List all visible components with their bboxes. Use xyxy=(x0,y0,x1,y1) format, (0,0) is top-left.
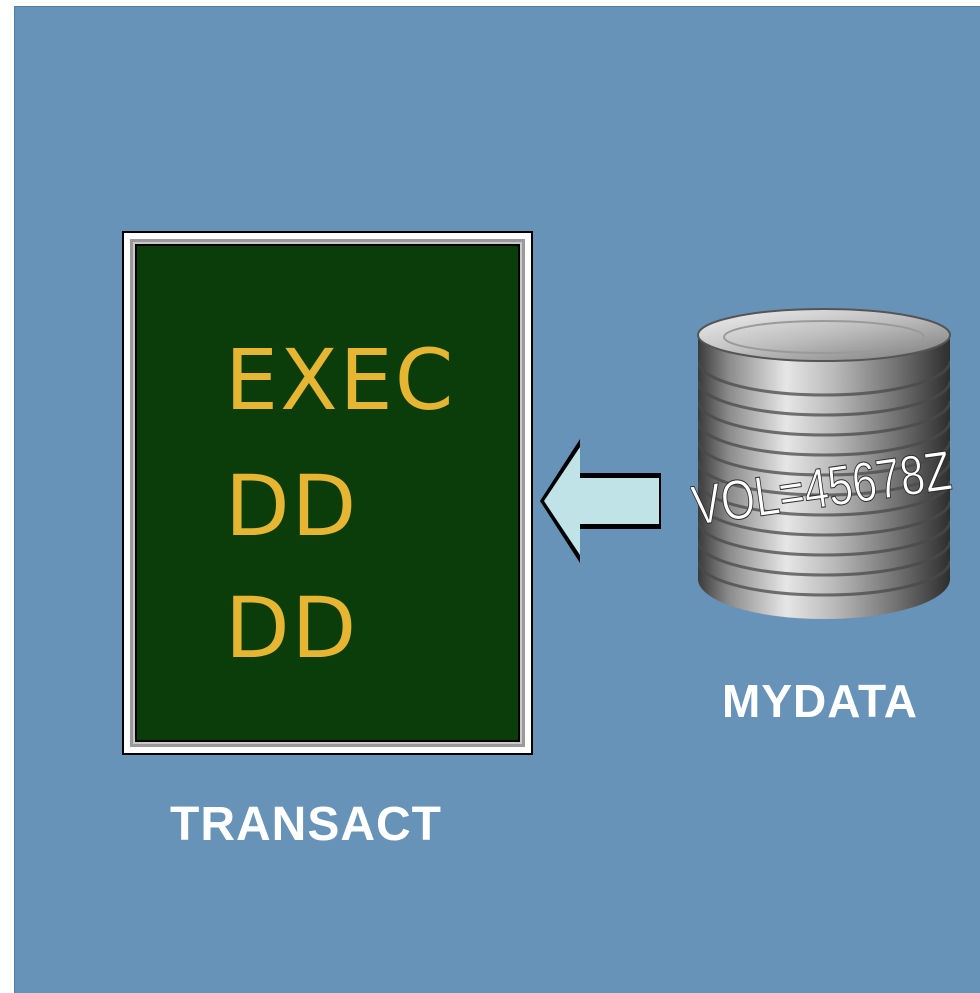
disk-volume-icon: VOL=45678Z xyxy=(690,308,956,619)
dataset-name-label: MYDATA xyxy=(722,675,918,727)
jcl-line-exec: EXEC xyxy=(225,331,456,429)
jcl-panel-frame: EXEC DD DD xyxy=(130,239,525,747)
diagram-canvas: EXEC DD DD TRANSACT xyxy=(14,6,980,993)
job-name-label: TRANSACT xyxy=(170,798,442,851)
jcl-job-panel: EXEC DD DD xyxy=(122,231,533,755)
jcl-screen: EXEC DD DD xyxy=(135,244,520,742)
jcl-line-dd-1: DD xyxy=(225,457,359,555)
left-arrow-icon xyxy=(540,439,661,563)
jcl-line-dd-2: DD xyxy=(225,579,359,677)
